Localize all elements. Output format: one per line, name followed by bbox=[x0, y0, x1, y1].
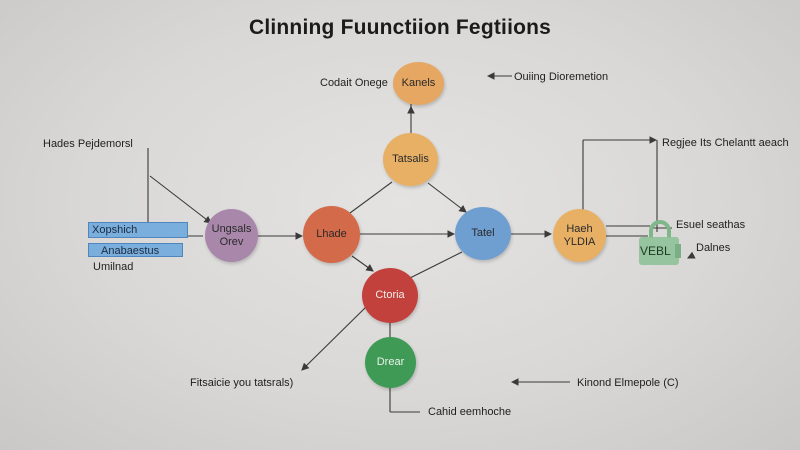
node-ungsals: Ungsals Orev bbox=[205, 209, 258, 262]
node-haeh: Haeh YLDIA bbox=[553, 209, 606, 262]
label-umilnad: Umilnad bbox=[93, 261, 134, 273]
label-codait-onege: Codait Onege bbox=[320, 77, 388, 89]
node-tatel: Tatel bbox=[455, 207, 511, 260]
diagram-title: Clinning Fuunctiion Fegtiions bbox=[248, 16, 552, 39]
node-drear: Drear bbox=[365, 337, 416, 388]
label-fitsaicie: Fitsaicie you tatsrals) bbox=[190, 377, 294, 389]
edge-ctoria-to-fitsaicie bbox=[301, 305, 368, 371]
lock-icon bbox=[637, 218, 683, 273]
edge-hades-to-ungsals bbox=[149, 175, 212, 224]
node-ctoria: Ctoria bbox=[362, 268, 418, 323]
label-kinond: Kinond Elmepole (C) bbox=[577, 377, 679, 389]
label-ouiing: Ouiing Dioremetion bbox=[514, 71, 609, 83]
edge-tatsalis-to-tatel bbox=[427, 182, 467, 213]
label-cahid: Cahid eemhoche bbox=[428, 406, 512, 418]
node-tatsalis: Tatsalis bbox=[383, 133, 438, 186]
label-esuel: Esuel seathas bbox=[676, 219, 746, 231]
label-hades: Hades Pejdemorsl bbox=[43, 138, 133, 150]
label-regjee: Regjee Its Chelantt aeach bbox=[662, 137, 789, 149]
box-anabaestus: Anabaestus bbox=[88, 243, 183, 257]
label-dalnes: Dalnes bbox=[696, 242, 731, 254]
edge-lhade-to-tatsalis bbox=[349, 181, 393, 214]
edge-tatel-to-ctoria bbox=[409, 251, 463, 279]
node-lhade: Lhade bbox=[303, 206, 360, 263]
edge-lhade-to-ctoria bbox=[351, 255, 374, 272]
box-xopshich: Xopshich bbox=[88, 222, 188, 238]
edge-dalnes-pointer bbox=[687, 251, 696, 259]
node-kanels: Kanels bbox=[393, 62, 444, 105]
lock-label: VEBL bbox=[640, 244, 671, 258]
